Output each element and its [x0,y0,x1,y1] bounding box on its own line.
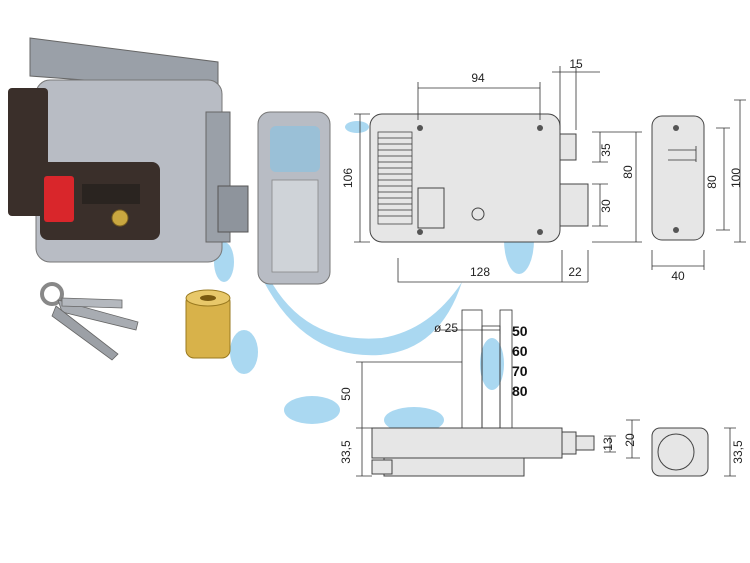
lock-red-button [44,176,74,222]
front-view-grille [377,131,413,225]
front-view-case [369,113,561,243]
dim-35: 35 [599,143,613,157]
front-view-keyhole [471,207,485,221]
cylinder-length-option: 70 [512,363,528,379]
dim-13: 13 [601,437,615,451]
keeper-opening [270,126,320,172]
front-view-dimensions [354,66,642,283]
dim-80: 80 [621,165,635,179]
keys-image [40,282,139,361]
dim-94: 94 [471,71,485,85]
dim-diameter-25: ø 25 [434,321,458,335]
dim-15: 15 [569,57,583,71]
side-view-latch [575,435,595,451]
cylinder-length-list: 50 60 70 80 [512,323,528,399]
dim-30: 30 [599,199,613,213]
swoosh-7 [480,338,504,390]
keeper-face [271,179,319,273]
side-view-tab [371,459,393,475]
dim-keeper-100: 100 [729,168,743,188]
cylinder-length-option: 60 [512,343,528,359]
dim-128: 128 [470,265,490,279]
keeper-side-roller [657,433,695,471]
front-view-screw [417,125,423,131]
key-2 [51,305,119,361]
side-view-cylinder-guide [461,309,483,429]
front-view-button [417,187,445,229]
dim-22: 22 [568,265,582,279]
dim-keeper-80: 80 [705,175,719,189]
lock-bolt [217,185,249,233]
key-1 [57,299,139,331]
dimension-labels: 94 15 106 35 80 30 128 22 80 100 40 ø 25… [339,57,745,464]
keeper-screw [673,125,679,131]
side-view-drawing [356,309,640,477]
keeper-drawing-body [651,115,705,241]
cylinder-keyway [200,295,216,301]
dim-33-5: 33,5 [339,440,353,464]
keeper-side-drawing [651,427,736,477]
dim-20: 20 [623,433,637,447]
lock-product-image [8,37,249,263]
swoosh-3 [230,330,258,374]
lock-keyhole [111,209,129,227]
keeper-drawing [651,99,746,270]
side-view-base [383,457,525,477]
swoosh-1 [345,121,369,133]
key-3 [61,297,123,309]
keeper-screw [673,227,679,233]
swoosh-arc [258,268,462,356]
front-view-screw [537,229,543,235]
dim-50: 50 [339,387,353,401]
side-view-bolt [561,431,577,455]
cylinder-length-option: 80 [512,383,528,399]
side-view-case [371,427,563,459]
lock-label-strip [82,184,140,204]
cylinder-length-option: 50 [512,323,528,339]
front-view-drawing [369,113,589,243]
swoosh-5 [384,407,444,433]
dim-keeper-33-5: 33,5 [731,440,745,464]
key-ring [40,282,64,306]
front-view-screw [417,229,423,235]
front-view-screw [537,125,543,131]
brass-cylinder-image [185,289,231,359]
front-view-latch [559,133,577,161]
keeper-product-image [257,111,331,285]
dim-keeper-40: 40 [671,269,685,283]
front-view-bolt [559,183,589,227]
lock-dark-front-panel [8,88,48,216]
dim-106: 106 [341,168,355,188]
swoosh-4 [284,396,340,424]
